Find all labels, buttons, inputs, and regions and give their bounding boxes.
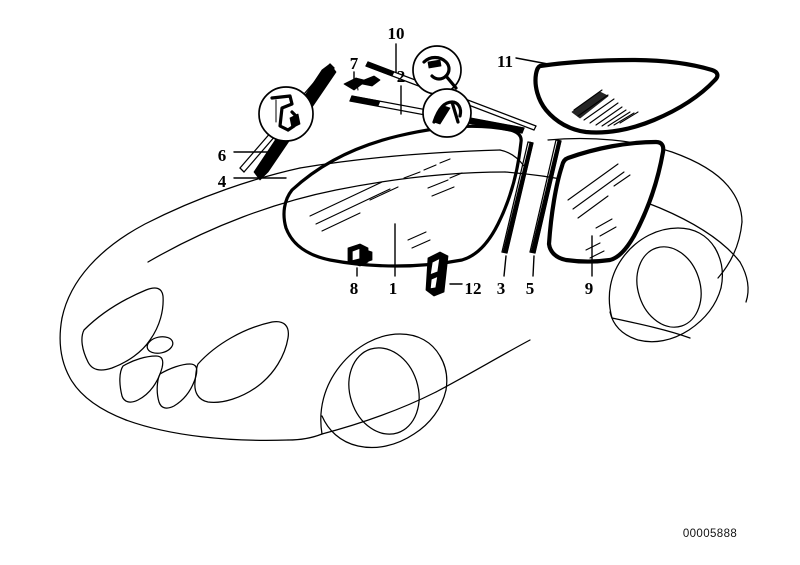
- leader-lines: [233, 43, 593, 285]
- detail-circle-seal-profile: [258, 86, 314, 142]
- callout-label-8: 8: [350, 279, 359, 298]
- rear-quarter-glass-part-11: [533, 57, 720, 135]
- door-window-glass-part-9: [546, 139, 666, 264]
- mounting-clip-part-8: [347, 243, 373, 267]
- a-pillar-trim-part-5: [529, 139, 562, 254]
- callout-label-9: 9: [585, 279, 594, 298]
- retaining-clip-part-7: [343, 75, 381, 91]
- callout-label-3: 3: [497, 279, 506, 298]
- catalog-number: 00005888: [683, 528, 737, 540]
- callout-label-10: 10: [388, 24, 405, 43]
- callout-label-6: 6: [218, 146, 227, 165]
- a-pillar-trim-part-3: [501, 141, 534, 254]
- callout-label-5: 5: [526, 279, 535, 298]
- callout-number-group: 1 2 3 4 5 6 7 8 9 10 11 12: [218, 24, 594, 298]
- callout-label-1: 1: [389, 279, 398, 298]
- callout-label-7: 7: [350, 54, 359, 73]
- retaining-clip-part-12: [425, 251, 449, 297]
- detail-circle-moulding-profile-lower: [422, 88, 472, 138]
- windshield-glass: [282, 124, 523, 268]
- callout-label-12: 12: [465, 279, 482, 298]
- glass-reflection-lines: [309, 158, 463, 249]
- callout-label-4: 4: [218, 172, 227, 191]
- callout-label-2: 2: [397, 67, 406, 86]
- detail-circle-moulding-profile-upper: [412, 45, 462, 95]
- callout-label-11: 11: [497, 52, 513, 71]
- door-glass-reflection-lines: [567, 163, 631, 259]
- quarter-glass-reflection-lines: [573, 89, 639, 127]
- vehicle-body: [59, 137, 749, 449]
